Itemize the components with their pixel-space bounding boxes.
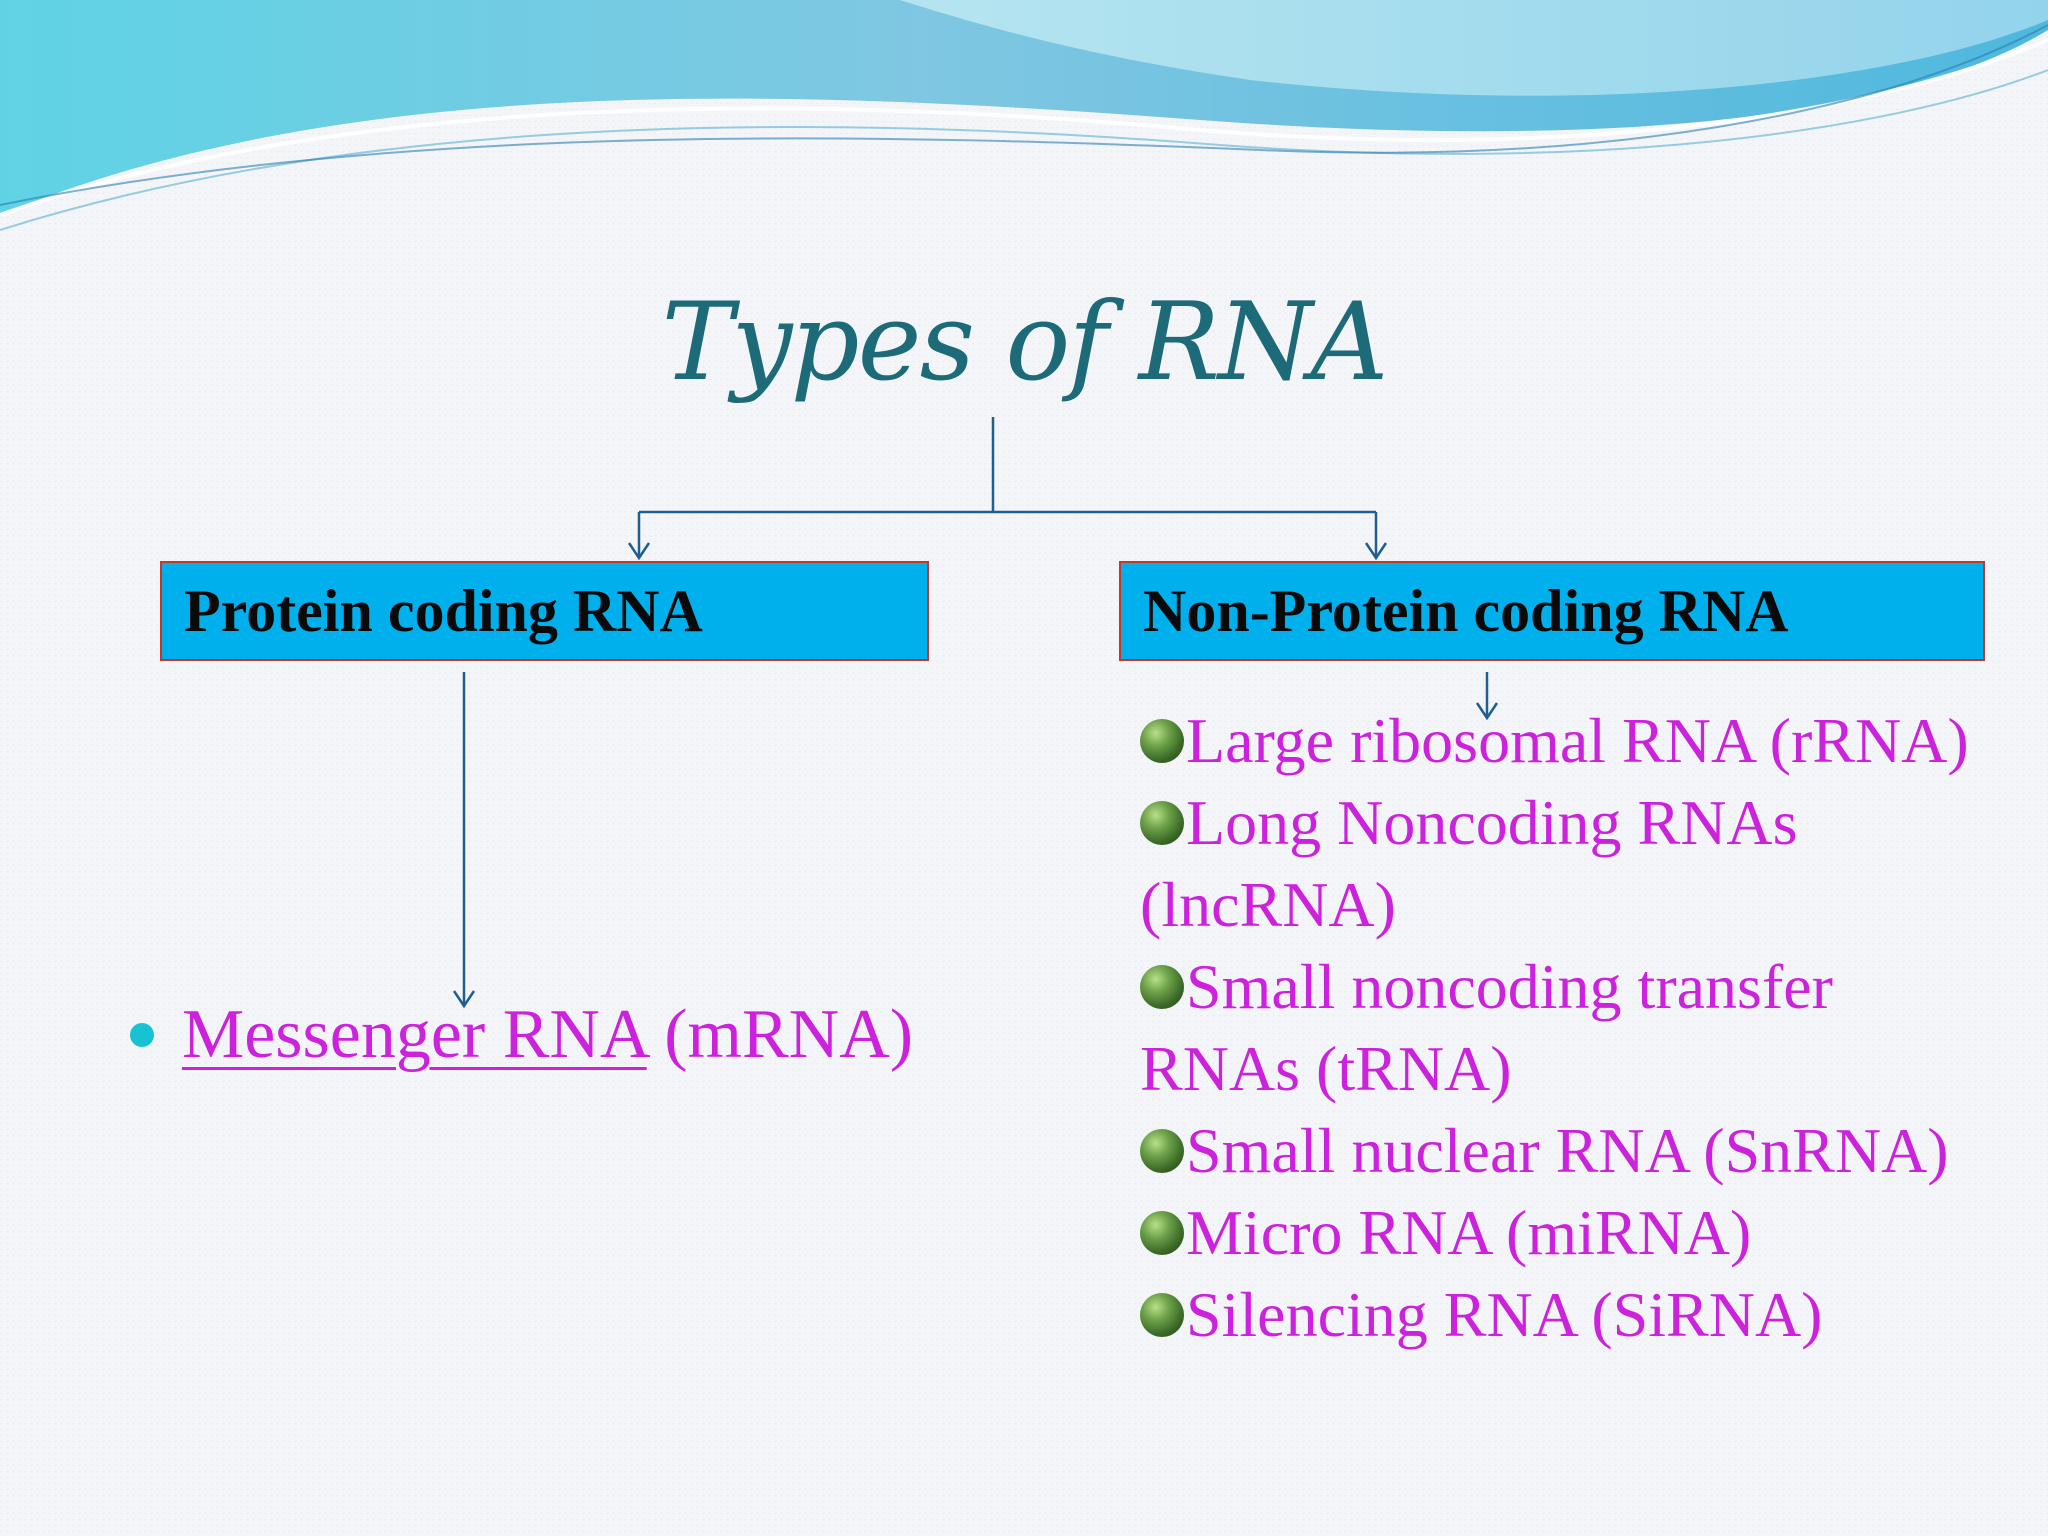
mrna-item: Messenger RNA (mRNA) [130,990,913,1080]
non-protein-coding-label: Non-Protein coding RNA [1143,577,1789,644]
list-item-text: Small noncoding transfer RNAs (tRNA) [1140,951,1833,1104]
list-item: Micro RNA (miRNA) [1140,1192,2000,1274]
mrna-abbrev: (mRNA) [646,996,914,1073]
green-ball-icon [1140,719,1184,764]
list-item: Small nuclear RNA (SnRNA) [1140,1110,2000,1192]
green-ball-icon [1140,1293,1184,1338]
list-item-text: Large ribosomal RNA (rRNA) [1186,705,1969,776]
green-ball-icon [1140,801,1184,846]
list-item: Small noncoding transfer RNAs (tRNA) [1140,946,2000,1110]
list-item-text: Silencing RNA (SiRNA) [1186,1279,1823,1350]
protein-coding-label: Protein coding RNA [184,577,703,644]
non-protein-coding-box: Non-Protein coding RNA [1119,561,1985,661]
slide-title: Types of RNA [661,280,1389,405]
list-item-text: Long Noncoding RNAs (lncRNA) [1140,787,1798,940]
top-wave-highlight [900,0,2048,96]
list-item: Long Noncoding RNAs (lncRNA) [1140,782,2000,946]
protein-coding-box: Protein coding RNA [160,561,929,661]
list-item-text: Small nuclear RNA (SnRNA) [1186,1115,1949,1186]
arrowhead-left [627,542,651,561]
messenger-rna-link[interactable]: Messenger RNA [182,996,647,1073]
list-item-text: Micro RNA (miRNA) [1186,1197,1752,1268]
green-ball-icon [1140,1129,1184,1174]
green-ball-icon [1140,1211,1184,1256]
arrowhead-right-list [1475,702,1499,721]
bullet-dot-icon [130,1022,154,1047]
list-item: Large ribosomal RNA (rRNA) [1140,700,2000,782]
arrowhead-mrna [452,990,476,1009]
non-coding-rna-list: Large ribosomal RNA (rRNA) Long Noncodin… [1140,700,2000,1356]
connector-lines [452,417,1499,1009]
arrowhead-right [1364,542,1388,561]
green-ball-icon [1140,965,1184,1010]
list-item: Silencing RNA (SiRNA) [1140,1274,2000,1356]
